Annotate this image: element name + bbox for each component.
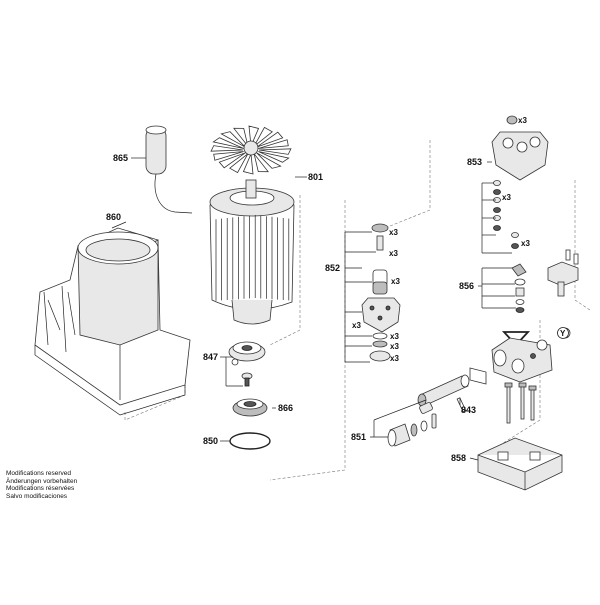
oring-850 [229, 432, 271, 450]
label-853: 853 [467, 157, 482, 167]
label-850: 850 [203, 436, 218, 446]
fan-blade [258, 139, 289, 149]
fan-blade [220, 131, 246, 148]
svg-text:Y: Y [560, 329, 566, 338]
valve-part [511, 243, 519, 249]
fan-blade [210, 145, 244, 152]
capacitor-865 [145, 125, 193, 214]
valve-part [511, 232, 519, 238]
fan-blade [213, 151, 244, 161]
fan-blade [229, 153, 249, 174]
leader-lines [111, 157, 560, 461]
note-line: Modifications réservées [6, 485, 75, 493]
bolts [504, 382, 537, 424]
label-858: 858 [451, 453, 466, 463]
valve-part [493, 225, 501, 231]
label-865: 865 [113, 153, 128, 163]
note-line: Salvo modificaciones [6, 492, 68, 500]
fan-blade [256, 131, 284, 148]
label-852: 852 [325, 263, 340, 273]
qty-column-6: x3 [390, 342, 399, 351]
label-847: 847 [203, 352, 218, 362]
fan-blade [256, 152, 282, 169]
valve-stack [493, 180, 519, 249]
pump-column-852 [361, 223, 401, 362]
note-line: Änderungen vorbehalten [6, 477, 78, 485]
housing-860 [34, 227, 191, 416]
qty-column-4: x3 [352, 321, 361, 330]
valve-part [493, 189, 501, 195]
pump-body [469, 327, 571, 385]
fan-blade [258, 148, 292, 155]
pump-head-853 [491, 115, 549, 181]
fan-blade [253, 126, 273, 147]
qty-head-screws: x3 [518, 116, 527, 125]
label-860: 860 [106, 212, 121, 222]
label-843: 843 [461, 405, 476, 415]
fan-blade [242, 152, 254, 175]
label-866: 866 [278, 403, 293, 413]
modification-notes: Modifications reserved Änderungen vorbeh… [6, 470, 77, 500]
fan-blade [233, 127, 249, 147]
label-856: 856 [459, 281, 474, 291]
fan-blade [218, 152, 246, 169]
part-labels: 865 801 860 853 852 856 847 866 850 843 … [106, 153, 482, 463]
fan-blade [212, 137, 244, 149]
note-line: Modifications reserved [6, 470, 72, 477]
valve-part [493, 207, 501, 213]
base-plate-858 [477, 437, 563, 491]
label-801: 801 [308, 172, 323, 182]
qty-valve-a: x3 [502, 193, 511, 202]
qty-valve-b: x3 [521, 239, 530, 248]
fan-blade [253, 153, 269, 173]
piston-843 [417, 374, 470, 414]
qty-column-1: x3 [389, 228, 398, 237]
qty-column-2: x3 [389, 249, 398, 258]
label-851: 851 [351, 432, 366, 442]
nozzle-851 [387, 413, 437, 447]
fan-801 [210, 125, 292, 175]
motor [209, 179, 295, 325]
qty-column-5: x3 [390, 332, 399, 341]
fan-blade [258, 151, 290, 163]
flange-847 [228, 341, 266, 387]
qty-column-7: x3 [390, 354, 399, 363]
callout-y: Y [557, 327, 569, 339]
qty-column-3: x3 [391, 277, 400, 286]
valve-group-856 [501, 249, 579, 347]
quantity-marks: x3 x3 x3 x3 x3 x3 x3 x3 x3 x3 [352, 116, 530, 363]
valve-part [493, 180, 501, 186]
seal-866 [232, 398, 268, 417]
